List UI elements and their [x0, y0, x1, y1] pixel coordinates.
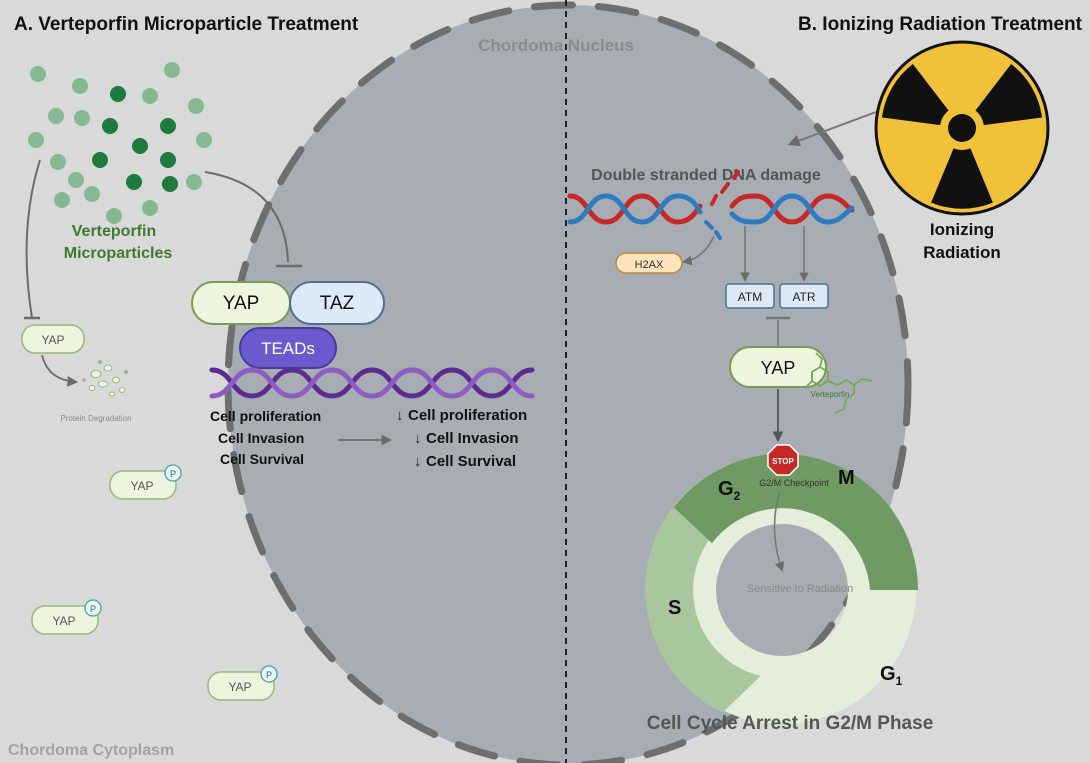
svg-text:YAP: YAP: [52, 614, 75, 628]
effect-survival-reduced: Cell Survival: [426, 453, 516, 470]
verteporfin-microparticles: [28, 62, 212, 224]
inhibition-arc-nucleus: [204, 171, 289, 263]
effects-after: ↓ Cell proliferation ↓ Cell Invasion ↓ C…: [396, 407, 527, 470]
effect-proliferation-reduced: Cell proliferation: [408, 407, 527, 424]
microparticle: [126, 174, 142, 190]
verteporfin-label: Verteporfin: [811, 390, 850, 399]
phospho-yap: YAP P: [109, 464, 182, 500]
microparticle: [30, 66, 46, 82]
radiation-arrow: [787, 111, 877, 147]
cytoplasm-label: Chordoma Cytoplasm: [8, 742, 174, 759]
nucleus-label: Chordoma Nucleus: [478, 36, 634, 55]
nuclear-envelope: [224, 1, 912, 763]
microparticle: [72, 78, 88, 94]
teads-label: TEADs: [261, 339, 315, 358]
microparticle: [142, 88, 158, 104]
microparticle: [106, 208, 122, 224]
microparticles-label-1: Verteporfin: [72, 223, 156, 240]
microparticle: [160, 118, 176, 134]
h2ax-box: [615, 252, 683, 274]
arrest-label: Cell Cycle Arrest in G2/M Phase: [647, 713, 934, 734]
microparticle: [54, 192, 70, 208]
yap-cytoplasm: [21, 324, 85, 354]
down-arrow-icon: ↓: [414, 453, 422, 470]
degradation-arrow: [41, 354, 79, 387]
microparticle: [132, 138, 148, 154]
microparticles-label-2: Microparticles: [64, 245, 173, 262]
sensitive-label: Sensitive to Radiation: [747, 583, 853, 595]
microparticle: [162, 176, 178, 192]
yap-label: YAP: [223, 293, 260, 314]
h2ax-label: H2AX: [635, 259, 664, 271]
atm-label: ATM: [738, 290, 762, 304]
h2ax-arrow: [682, 235, 715, 266]
effect-invasion: Cell Invasion: [218, 430, 304, 446]
inhibition-arc-cytoplasm: [25, 159, 41, 319]
phase-g2-label: G2: [718, 478, 741, 503]
phase-m-label: M: [838, 467, 855, 489]
phospho-yap: YAP P: [207, 665, 278, 701]
yap-nucleus-box: [729, 346, 827, 388]
microparticle: [142, 200, 158, 216]
stop-label: STOP: [772, 457, 794, 466]
microparticle: [186, 174, 202, 190]
cycle-phase-g2m: [673, 453, 919, 590]
panel-b-title: B. Ionizing Radiation Treatment: [798, 14, 1083, 35]
dna-helix-purple: [209, 367, 535, 399]
microparticle: [92, 152, 108, 168]
cycle-phase-s: [645, 463, 761, 713]
degraded-protein-fragments: [82, 360, 128, 397]
microparticle: [74, 110, 90, 126]
radiation-label-1: Ionizing: [930, 220, 994, 239]
microparticle: [188, 98, 204, 114]
phospho-yap: YAP P: [31, 599, 102, 635]
cell-cycle-ring: [645, 453, 919, 724]
dna-damage-label: Double stranded DNA damage: [591, 167, 821, 184]
taz-label: TAZ: [320, 293, 355, 314]
atr-label: ATR: [792, 290, 815, 304]
microparticle: [50, 154, 66, 170]
microparticle: [84, 186, 100, 202]
svg-text:YAP: YAP: [228, 680, 251, 694]
effect-invasion-reduced: Cell Invasion: [426, 430, 519, 447]
radiation-icon: [874, 40, 1050, 216]
protein-degradation-label: Protein Degradation: [60, 414, 131, 423]
atm-box: [725, 283, 775, 309]
microparticle: [160, 152, 176, 168]
panel-a-title: A. Verteporfin Microparticle Treatment: [14, 14, 359, 35]
svg-text:P: P: [266, 670, 272, 680]
microparticle: [164, 62, 180, 78]
down-arrow-icon: ↓: [414, 430, 422, 447]
dna-helix-damaged: [567, 170, 855, 240]
verteporfin-molecule-icon: [805, 352, 873, 414]
microparticle: [196, 132, 212, 148]
effect-proliferation: Cell proliferation: [210, 408, 321, 424]
effects-before: Cell proliferation Cell Invasion Cell Su…: [210, 408, 321, 467]
svg-text:P: P: [170, 469, 176, 479]
phase-g1-label: G1: [880, 663, 903, 688]
microparticle: [48, 108, 64, 124]
radiation-label-2: Radiation: [923, 243, 1000, 262]
atr-box: [779, 283, 829, 309]
microparticle: [110, 86, 126, 102]
sensitive-arrow: [773, 491, 785, 572]
svg-text:P: P: [90, 604, 96, 614]
microparticle: [102, 118, 118, 134]
nucleus: [228, 5, 908, 763]
yap-cytoplasm-label: YAP: [41, 333, 64, 347]
checkpoint-label: G2/M Checkpoint: [759, 478, 829, 488]
effect-survival: Cell Survival: [220, 451, 304, 467]
taz-box: [289, 281, 385, 325]
svg-text:YAP: YAP: [130, 479, 153, 493]
microparticle: [28, 132, 44, 148]
microparticle: [68, 172, 84, 188]
phase-s-label: S: [668, 597, 681, 619]
stop-sign-icon: STOP: [767, 444, 799, 476]
down-arrow-icon: ↓: [396, 407, 404, 424]
yap-nucleus-label: YAP: [761, 358, 796, 378]
